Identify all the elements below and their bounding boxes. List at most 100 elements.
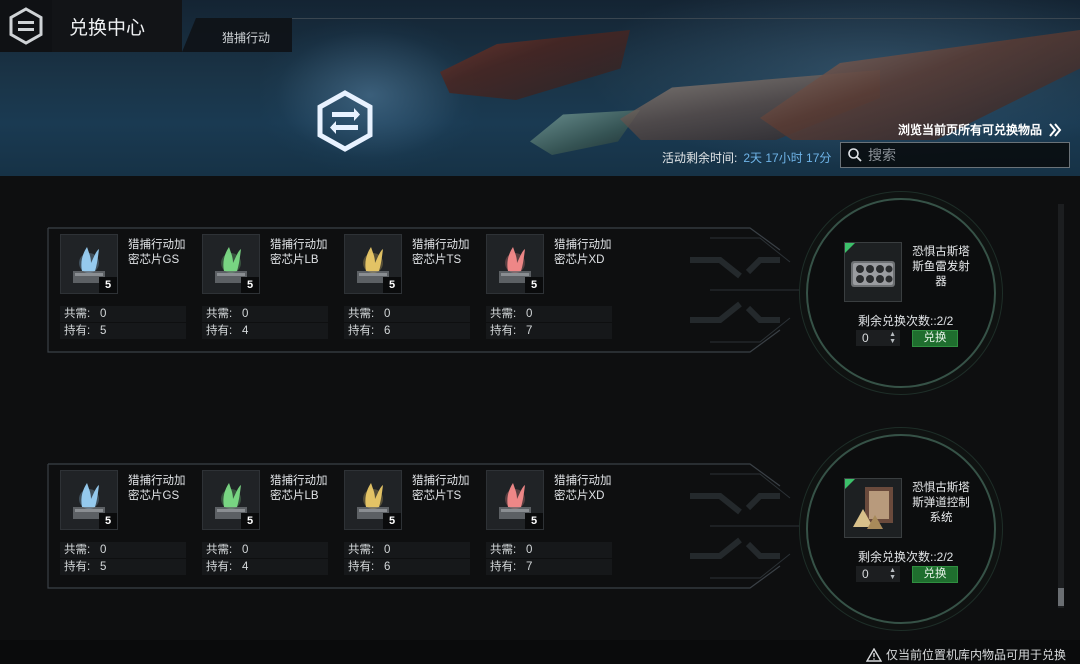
exchange-home-icon [9, 7, 43, 45]
quantity-stepper[interactable]: 0 ▲▼ [856, 566, 900, 582]
item-quantity: 5 [525, 513, 543, 529]
material-name: 猎捕行动加密芯片TS [412, 475, 470, 502]
encrypted-chip-icon [73, 483, 105, 519]
material-card[interactable]: 5 猎捕行动加密芯片LB 共需:0 持有:4 [194, 462, 334, 575]
material-name: 猎捕行动加密芯片XD [554, 475, 612, 502]
search-input[interactable] [868, 145, 1064, 165]
remaining-exchanges: 剩余兑换次数::2/2 [858, 548, 953, 565]
scrollbar[interactable] [1058, 204, 1064, 608]
item-quantity: 5 [525, 277, 543, 293]
reward-name: 恐惧古斯塔斯鱼雷发射器 [912, 246, 970, 288]
remaining-value: :2/2 [933, 314, 954, 328]
item-quantity: 5 [383, 513, 401, 529]
material-card[interactable]: 5 猎捕行动加密芯片TS 共需:0 持有:6 [336, 462, 476, 575]
chip-item[interactable]: 5 [60, 234, 118, 294]
remaining-label: 剩余兑换次数: [858, 550, 934, 564]
required-count: 共需:0 [202, 306, 328, 322]
stepper-arrows-icon[interactable]: ▲▼ [889, 331, 896, 345]
material-card[interactable]: 5 猎捕行动加密芯片XD 共需:0 持有:7 [478, 226, 618, 339]
footer: 仅当前位置机库内物品可用于兑换 [0, 640, 1080, 664]
owned-count: 持有:5 [60, 559, 186, 575]
timer-label: 活动剩余时间: [662, 151, 738, 165]
item-quantity: 5 [99, 277, 117, 293]
owned-count: 持有:4 [202, 323, 328, 339]
reward-item[interactable] [844, 242, 902, 302]
browse-all-link[interactable]: 浏览当前页所有可兑换物品 [898, 121, 1062, 138]
double-chevron-right-icon [1049, 122, 1062, 137]
quantity-value: 0 [862, 331, 869, 345]
reward-panel: 恐惧古斯塔斯弹道控制系统 剩余兑换次数::2/2 0 ▲▼ 兑换 [806, 434, 996, 624]
material-name: 猎捕行动加密芯片GS [128, 239, 186, 266]
materials-panel: 5 猎捕行动加密芯片GS 共需:0 持有:5 5 猎捕行动加密芯片LB 共需:0… [52, 226, 618, 339]
chip-item[interactable]: 5 [486, 234, 544, 294]
chip-item[interactable]: 5 [202, 234, 260, 294]
encrypted-chip-icon [357, 247, 389, 283]
exchange-button[interactable]: 兑换 [912, 566, 958, 583]
event-timer: 活动剩余时间: 2天 17小时 17分 [662, 149, 831, 166]
owned-count: 持有:4 [202, 559, 328, 575]
material-card[interactable]: 5 猎捕行动加密芯片XD 共需:0 持有:7 [478, 462, 618, 575]
material-name: 猎捕行动加密芯片LB [270, 475, 328, 502]
offer-frame [47, 463, 800, 589]
hangar-note: 仅当前位置机库内物品可用于兑换 [865, 646, 1066, 663]
material-card[interactable]: 5 猎捕行动加密芯片TS 共需:0 持有:6 [336, 226, 476, 339]
material-card[interactable]: 5 猎捕行动加密芯片GS 共需:0 持有:5 [52, 462, 192, 575]
offer-frame [47, 227, 800, 353]
warning-icon [865, 647, 882, 662]
remaining-exchanges: 剩余兑换次数::2/2 [858, 312, 953, 329]
search-box[interactable] [840, 142, 1070, 168]
tab-hunting-operation[interactable]: 猎捕行动 [182, 18, 292, 52]
owned-count: 持有:6 [344, 323, 470, 339]
banner-glow [260, 20, 480, 170]
material-name: 猎捕行动加密芯片LB [270, 239, 328, 266]
reward-name: 恐惧古斯塔斯弹道控制系统 [912, 482, 970, 524]
item-quantity: 5 [241, 277, 259, 293]
encrypted-chip-icon [499, 247, 531, 283]
encrypted-chip-icon [215, 483, 247, 519]
material-card[interactable]: 5 猎捕行动加密芯片GS 共需:0 持有:5 [52, 226, 192, 339]
material-name: 猎捕行动加密芯片GS [128, 475, 186, 502]
remaining-label: 剩余兑换次数: [858, 314, 934, 328]
chip-item[interactable]: 5 [344, 470, 402, 530]
home-button[interactable] [0, 0, 53, 52]
encrypted-chip-icon [73, 247, 105, 283]
chip-item[interactable]: 5 [60, 470, 118, 530]
encrypted-chip-icon [215, 247, 247, 283]
material-name: 猎捕行动加密芯片TS [412, 239, 470, 266]
reward-item[interactable] [844, 478, 902, 538]
quantity-stepper[interactable]: 0 ▲▼ [856, 330, 900, 346]
exchange-button[interactable]: 兑换 [912, 330, 958, 347]
owned-count: 持有:7 [486, 559, 612, 575]
timer-value: 2天 17小时 17分 [743, 151, 832, 165]
item-quantity: 5 [383, 277, 401, 293]
owned-count: 持有:7 [486, 323, 612, 339]
owned-count: 持有:6 [344, 559, 470, 575]
chip-item[interactable]: 5 [486, 470, 544, 530]
encrypted-chip-icon [357, 483, 389, 519]
required-count: 共需:0 [486, 542, 612, 558]
tab-exchange-center-label: 兑换中心 [69, 18, 146, 39]
required-count: 共需:0 [202, 542, 328, 558]
banner: 兑换中心 猎捕行动 浏览当前页所有可兑换物品 活动剩余时间: 2天 17小时 17… [0, 0, 1080, 176]
material-name: 猎捕行动加密芯片XD [554, 239, 612, 266]
item-quantity: 5 [241, 513, 259, 529]
chip-item[interactable]: 5 [344, 234, 402, 294]
scrollbar-thumb[interactable] [1058, 588, 1064, 606]
chip-item[interactable]: 5 [202, 470, 260, 530]
browse-all-label: 浏览当前页所有可兑换物品 [897, 123, 1042, 137]
torpedo-launcher-icon [851, 261, 895, 287]
required-count: 共需:0 [486, 306, 612, 322]
hangar-note-text: 仅当前位置机库内物品可用于兑换 [885, 648, 1066, 662]
required-count: 共需:0 [60, 542, 186, 558]
required-count: 共需:0 [344, 542, 470, 558]
remaining-value: :2/2 [933, 550, 954, 564]
stepper-arrows-icon[interactable]: ▲▼ [889, 567, 896, 581]
tab-exchange-center[interactable]: 兑换中心 [52, 0, 182, 52]
reward-corner-marker [845, 243, 855, 253]
material-card[interactable]: 5 猎捕行动加密芯片LB 共需:0 持有:4 [194, 226, 334, 339]
tab-hunting-operation-label: 猎捕行动 [222, 31, 271, 45]
exchange-logo-icon [317, 90, 373, 152]
offer-row: 5 猎捕行动加密芯片GS 共需:0 持有:5 5 猎捕行动加密芯片LB 共需:0… [0, 434, 1060, 626]
quantity-value: 0 [862, 567, 869, 581]
top-navigation: 兑换中心 猎捕行动 [0, 0, 1080, 52]
